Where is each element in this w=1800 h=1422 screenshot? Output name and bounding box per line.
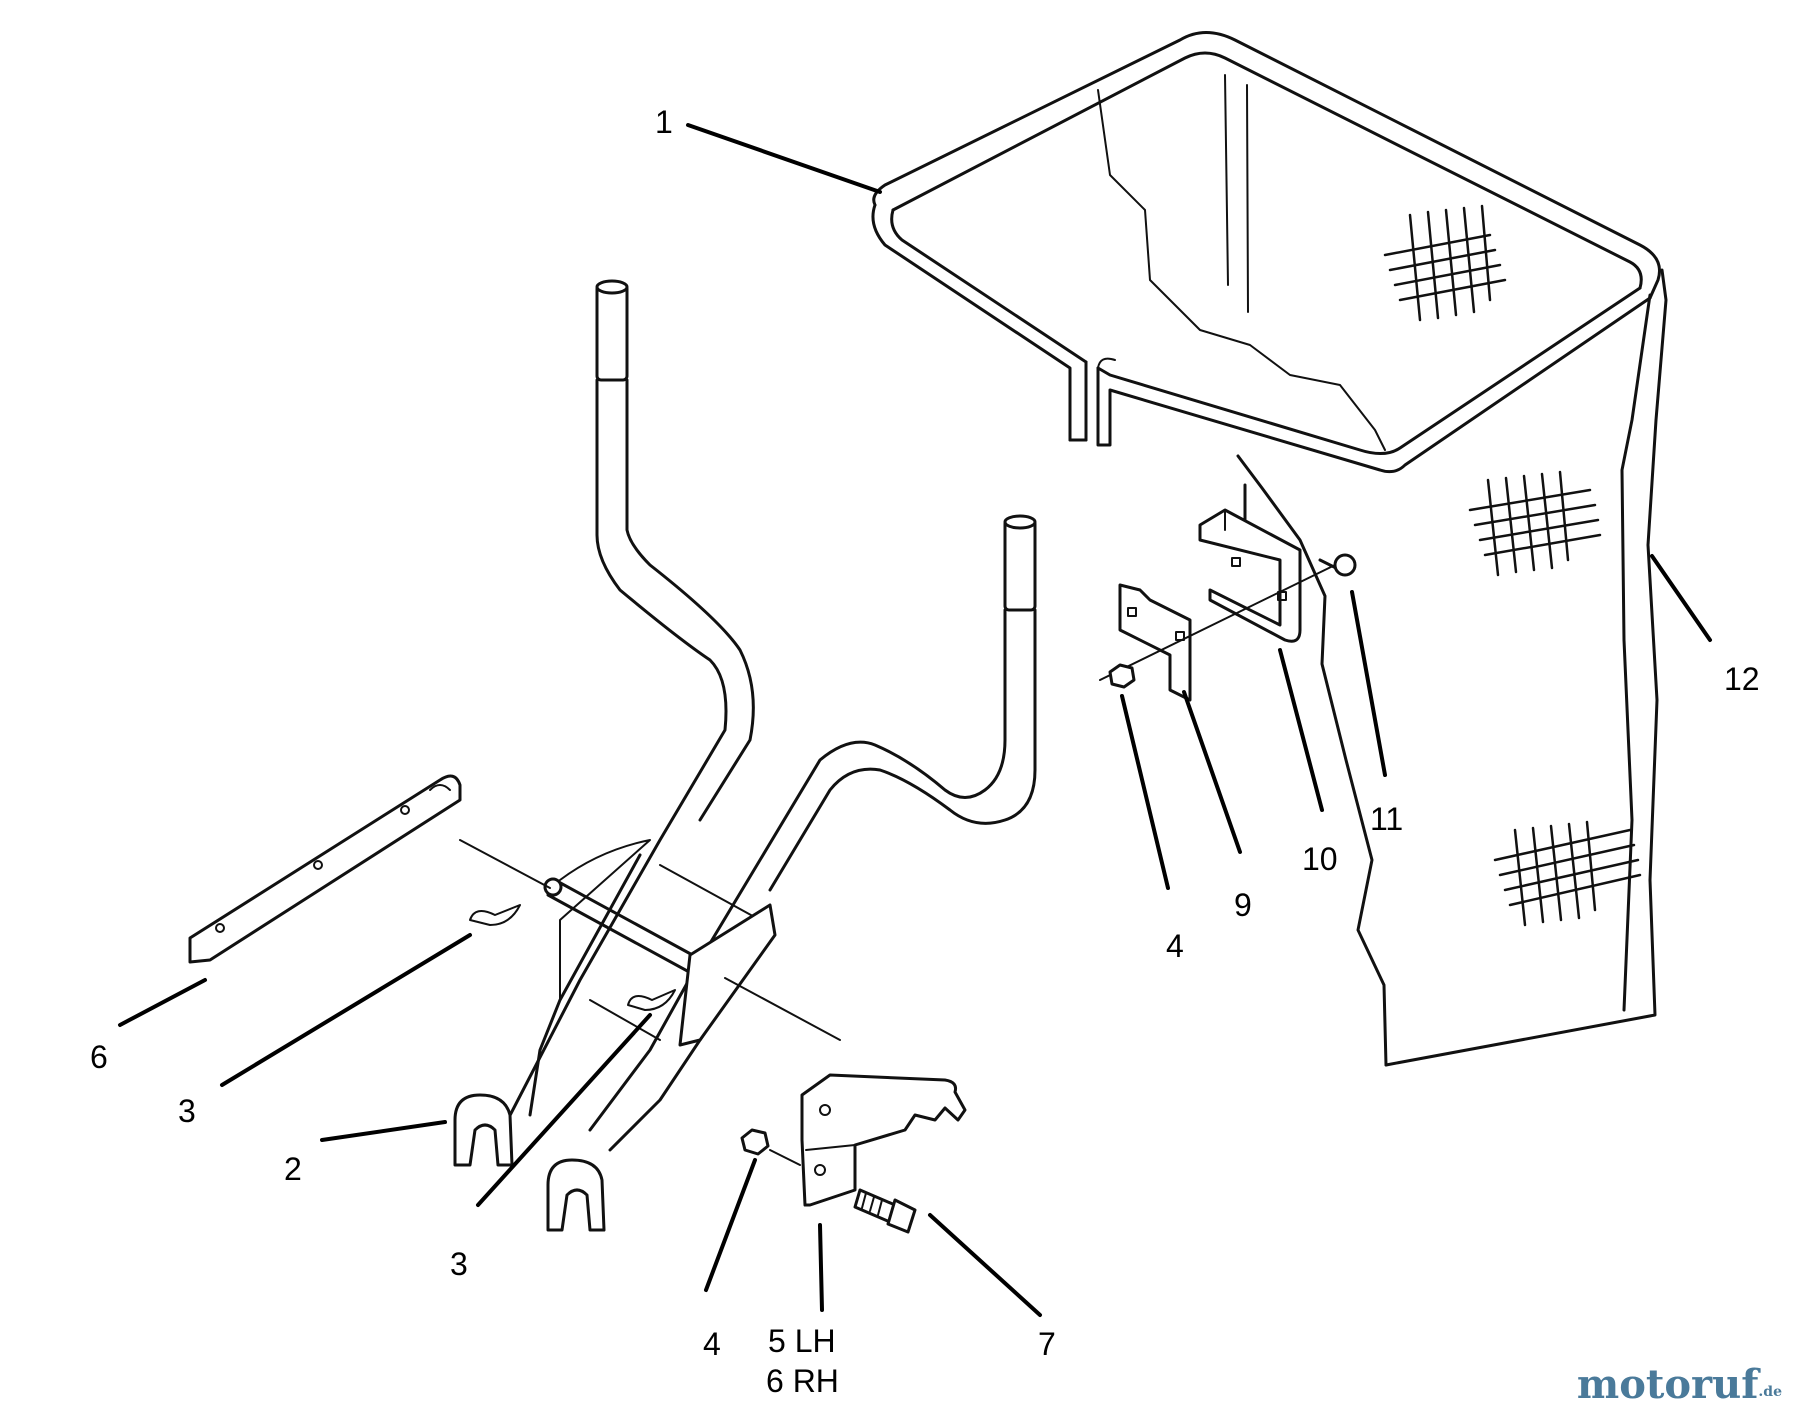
hairpin-clip-upper xyxy=(469,904,521,926)
bolt-11 xyxy=(1099,553,1357,681)
callout-10: 10 xyxy=(1302,841,1338,877)
callout-labels: 1 12 11 10 9 4 6 3 2 3 4 5 LH 6 RH 7 xyxy=(90,104,1760,1399)
callout-4-lower: 4 xyxy=(703,1326,721,1362)
mesh-hatch-2 xyxy=(1468,470,1602,577)
grass-bag xyxy=(1236,268,1668,1067)
support-rod-6 xyxy=(188,774,462,964)
mount-bracket-5-6 xyxy=(800,1073,967,1207)
callout-5-lh: 5 LH xyxy=(768,1323,836,1359)
callout-4-upper: 4 xyxy=(1166,928,1184,964)
callout-2: 2 xyxy=(284,1151,302,1187)
callout-3-upper: 3 xyxy=(178,1093,196,1129)
leader-lines xyxy=(118,123,1712,1317)
callout-12: 12 xyxy=(1724,661,1760,697)
handle-assembly xyxy=(453,279,1037,1232)
nut-4-lower xyxy=(740,1128,801,1166)
mesh-hatch-3 xyxy=(1493,820,1642,927)
callout-1: 1 xyxy=(655,104,673,140)
bracket-10 xyxy=(1198,483,1302,643)
bolt-7 xyxy=(853,1188,917,1234)
callout-3-lower: 3 xyxy=(450,1246,468,1282)
callout-11: 11 xyxy=(1370,801,1403,837)
bracket-9 xyxy=(1118,583,1192,702)
watermark-logo: motoruf.de xyxy=(1576,1361,1782,1408)
callout-9: 9 xyxy=(1234,887,1252,923)
hairpin-clip-lower xyxy=(627,989,676,1011)
callout-6: 6 xyxy=(90,1039,108,1075)
mesh-hatch-1 xyxy=(1383,204,1507,322)
callout-7: 7 xyxy=(1038,1326,1056,1362)
nut-4-upper xyxy=(1108,663,1136,689)
callout-6-rh: 6 RH xyxy=(766,1363,839,1399)
bag-frame xyxy=(871,31,1661,474)
